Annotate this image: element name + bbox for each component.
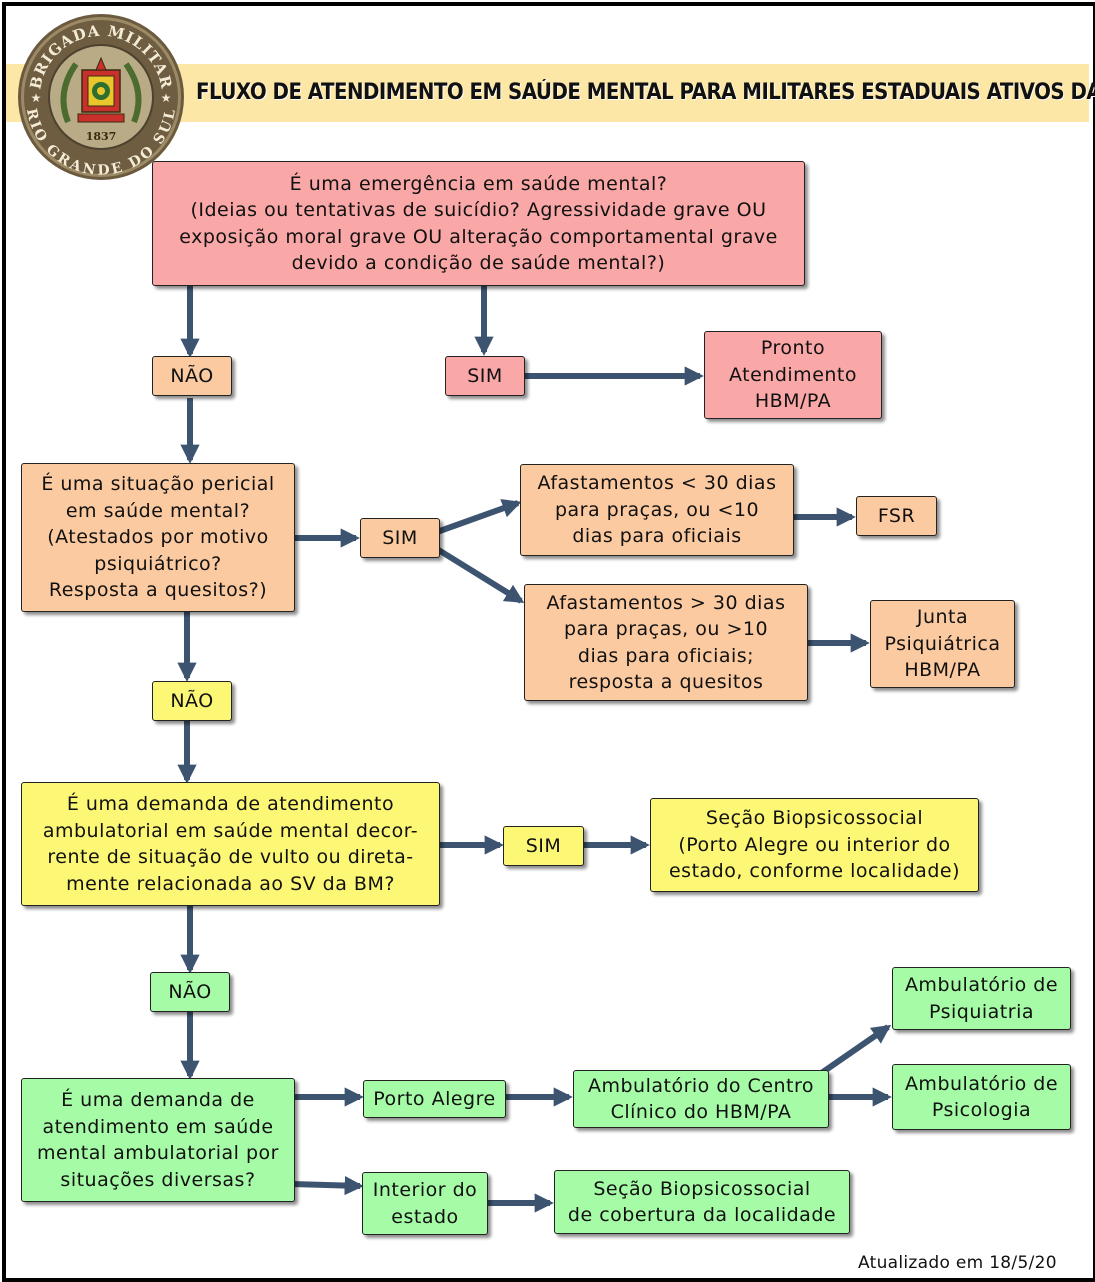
pronto-atendimento-text: Pronto Atendimento HBM/PA <box>729 337 857 413</box>
ambulatorio-psiquiatria-box: Ambulatório de Psiquiatria <box>892 967 1071 1030</box>
page-title: FLUXO DE ATENDIMENTO EM SAÚDE MENTAL PAR… <box>196 80 1095 105</box>
brigada-militar-seal-logo: BRIGADA MILITAR RIO GRANDE DO SUL ★ ★ 18… <box>18 14 184 180</box>
yes-label-vulto-text: SIM <box>525 834 562 857</box>
updated-date: Atualizado em 18/5/20 <box>858 1253 1057 1273</box>
secao-biopsicossocial-box: Seção Biopsicossocial (Porto Alegre ou i… <box>650 798 979 892</box>
porto-alegre-text: Porto Alegre <box>373 1087 496 1110</box>
question-vulto-box: É uma demanda de atendimento ambulatoria… <box>21 782 440 906</box>
fsr-box: FSR <box>856 496 937 536</box>
interior-estado-text: Interior do estado <box>372 1179 478 1228</box>
yes-label-pericial-text: SIM <box>382 526 418 549</box>
ambulatorio-centro-box: Ambulatório do Centro Clínico do HBM/PA <box>573 1070 829 1128</box>
seal-star-left-icon: ★ <box>31 91 42 105</box>
afastamento-more-30-box: Afastamentos > 30 dias para praças, ou >… <box>524 584 808 701</box>
arrow-yes-to-af-more <box>435 546 525 604</box>
junta-psiquiatrica-box: Junta Psiquiátrica HBM/PA <box>870 600 1015 688</box>
yes-label-emergency-text: SIM <box>467 364 503 387</box>
seal-star-right-icon: ★ <box>161 91 172 105</box>
question-diversas-box: É uma demanda de atendimento em saúde me… <box>21 1078 295 1202</box>
arrow-q4-to-interior <box>291 1175 364 1196</box>
seal-year: 1837 <box>86 130 117 143</box>
secao-localidade-box: Seção Biopsicossocial de cobertura da lo… <box>554 1170 850 1234</box>
arrow-yes-to-af-less <box>435 499 522 535</box>
yes-label-vulto: SIM <box>503 826 584 866</box>
yes-label-pericial: SIM <box>360 518 440 558</box>
pronto-atendimento-box: Pronto Atendimento HBM/PA <box>704 331 882 419</box>
secao-biopsicossocial-text: Seção Biopsicossocial (Porto Alegre ou i… <box>668 807 960 883</box>
question-pericial-box: É uma situação pericial em saúde mental?… <box>21 463 295 612</box>
question-emergency-text: É uma emergência em saúde mental? (Ideia… <box>179 172 778 275</box>
question-diversas-text: É uma demanda de atendimento em saúde me… <box>37 1089 279 1191</box>
no-label-pericial-text: NÃO <box>170 689 214 712</box>
no-label-vulto-text: NÃO <box>168 980 212 1003</box>
yes-label-emergency: SIM <box>445 356 525 396</box>
afastamento-more-30-text: Afastamentos > 30 dias para praças, ou >… <box>546 591 786 694</box>
arrow-amb-centro-to-psiquiatria <box>818 1024 892 1077</box>
no-label-emergency-text: NÃO <box>170 364 214 387</box>
afastamento-less-30-text: Afastamentos < 30 dias para praças, ou <… <box>537 472 777 548</box>
junta-psiquiatrica-text: Junta Psiquiátrica HBM/PA <box>884 606 1001 682</box>
no-label-pericial: NÃO <box>152 681 232 721</box>
no-label-vulto: NÃO <box>150 972 230 1012</box>
fsr-text: FSR <box>877 504 916 527</box>
ambulatorio-centro-text: Ambulatório do Centro Clínico do HBM/PA <box>587 1074 815 1124</box>
no-label-emergency: NÃO <box>152 356 232 396</box>
question-pericial-text: É uma situação pericial em saúde mental?… <box>41 473 275 602</box>
ambulatorio-psiquiatria-text: Ambulatório de Psiquiatria <box>904 974 1059 1023</box>
ambulatorio-psicologia-text: Ambulatório de Psicologia <box>904 1072 1059 1122</box>
porto-alegre-box: Porto Alegre <box>363 1080 506 1118</box>
interior-estado-box: Interior do estado <box>362 1172 488 1235</box>
afastamento-less-30-box: Afastamentos < 30 dias para praças, ou <… <box>520 464 794 556</box>
title-banner <box>6 64 1089 122</box>
question-vulto-text: É uma demanda de atendimento ambulatoria… <box>42 793 419 895</box>
ambulatorio-psicologia-box: Ambulatório de Psicologia <box>892 1064 1071 1130</box>
question-emergency-box: É uma emergência em saúde mental? (Ideia… <box>152 161 805 286</box>
secao-localidade-text: Seção Biopsicossocial de cobertura da lo… <box>567 1177 837 1227</box>
